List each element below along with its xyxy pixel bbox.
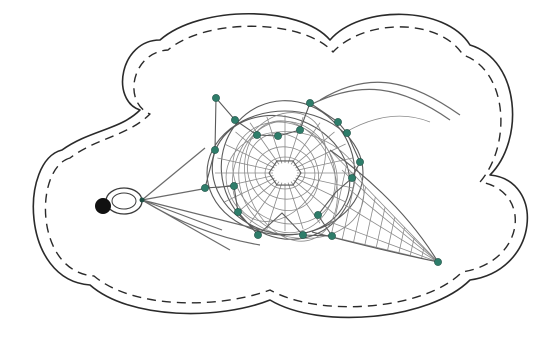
mesh-node <box>343 129 350 136</box>
fan-crossline <box>365 197 375 245</box>
mesh-node <box>253 131 260 138</box>
mesh-node <box>348 174 355 181</box>
tail-curve <box>320 82 460 115</box>
mesh-node <box>356 158 363 165</box>
anchor-ring-inner <box>112 193 136 209</box>
mesh-spoke <box>293 132 334 166</box>
mesh-node <box>211 146 218 153</box>
anchor-black-dot <box>95 198 111 214</box>
mesh-center-hexagon <box>269 161 301 185</box>
anchor-strut <box>142 188 208 200</box>
mesh-node <box>212 94 219 101</box>
anchor-assembly <box>95 188 145 214</box>
anchor-node <box>140 198 145 203</box>
fan-crossline <box>354 187 366 242</box>
mesh-node <box>254 231 261 238</box>
mesh-spoke <box>236 180 277 214</box>
mesh-node <box>306 99 313 106</box>
mesh-node <box>314 211 321 218</box>
mesh-node <box>274 132 281 139</box>
mesh-spoke <box>293 180 334 214</box>
cloud-boundary-outer <box>33 14 527 318</box>
mesh-node <box>231 116 238 123</box>
fan-crossline <box>376 207 385 247</box>
fan-crossline <box>331 167 346 237</box>
mesh-ring <box>230 114 344 241</box>
anchor-strut <box>142 148 205 200</box>
mesh-node <box>201 184 208 191</box>
cloud-boundary-dashed <box>45 26 515 306</box>
mesh-node <box>296 126 303 133</box>
mesh-node <box>334 118 341 125</box>
mesh-spoke <box>267 117 282 163</box>
tail-curve <box>346 116 430 132</box>
mesh-ring <box>199 79 378 262</box>
mesh-spoke <box>267 183 282 229</box>
mesh-node <box>234 208 241 215</box>
mesh-node <box>230 182 237 189</box>
mesh-node <box>299 231 306 238</box>
anchor-strut <box>142 200 222 230</box>
mesh-node <box>328 232 335 239</box>
mesh-ring <box>214 117 376 254</box>
mesh-node <box>434 258 441 265</box>
anchor-ring <box>106 188 142 214</box>
mesh-spoke <box>217 158 273 170</box>
